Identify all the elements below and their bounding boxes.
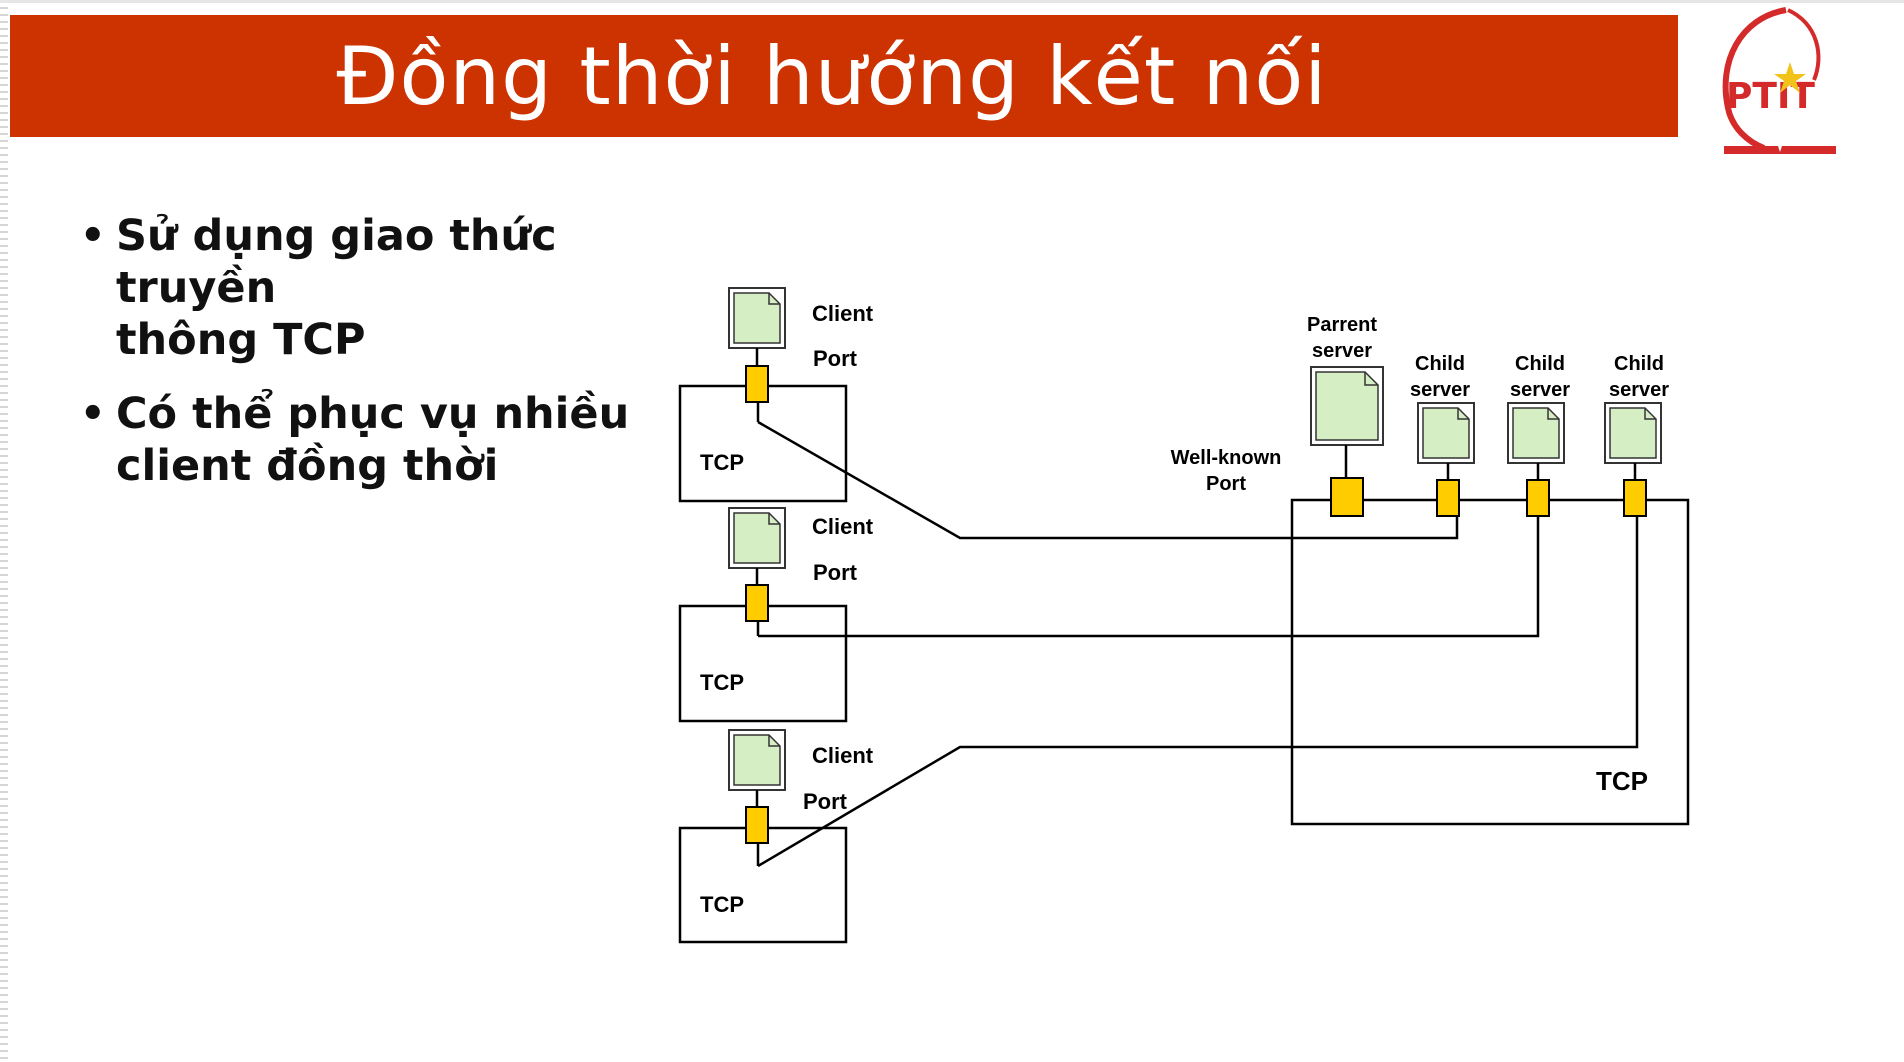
top-rule xyxy=(0,0,1904,3)
child-server-label: Child xyxy=(1415,353,1465,375)
port-label: Port xyxy=(813,346,858,371)
client-document-icon xyxy=(728,287,786,349)
server-tcp-label: TCP xyxy=(1596,766,1648,796)
child-server-document-icon xyxy=(1417,402,1475,464)
child-server-label-2: server xyxy=(1510,379,1570,401)
client-document-icon xyxy=(728,507,786,569)
connection-client3-child3 xyxy=(757,516,1639,868)
child-server-label-2: server xyxy=(1410,379,1470,401)
well-known-label: Well-known xyxy=(1171,447,1282,469)
logo-arc xyxy=(1722,7,1787,151)
port-icon xyxy=(745,365,769,403)
port-icon xyxy=(745,806,769,844)
port-label: Port xyxy=(803,789,848,814)
bullet-item: Có thể phục vụ nhiều client đồng thời xyxy=(80,388,680,492)
bullet-list: Sử dụng giao thức truyền thông TCP Có th… xyxy=(80,210,680,514)
slide-gutter xyxy=(0,0,8,1062)
tcp-box xyxy=(678,604,848,723)
server-host: TCP Well-known Port Parrent server Child… xyxy=(1171,314,1690,826)
well-known-port-icon xyxy=(1330,477,1364,517)
connection-client2-child2 xyxy=(758,516,1540,638)
logo-text: PTIT xyxy=(1726,76,1815,117)
logo-book-icon xyxy=(1724,146,1836,154)
port-label: Port xyxy=(813,560,858,585)
client-document-icon xyxy=(728,729,786,791)
client-3: Client Port TCP xyxy=(678,729,874,944)
bullet-line: thông TCP xyxy=(116,315,366,365)
logo-arc-right xyxy=(1787,8,1821,81)
title-bar: Đồng thời hướng kết nối xyxy=(10,15,1678,137)
tcp-label: TCP xyxy=(700,450,744,475)
server-tcp-box xyxy=(1290,498,1690,826)
parent-server-label: Parrent xyxy=(1307,314,1377,336)
child-port-icon xyxy=(1623,479,1647,517)
child-server-document-icon xyxy=(1604,402,1662,464)
parent-server-document-icon xyxy=(1310,366,1384,446)
child-server-label-2: server xyxy=(1609,379,1669,401)
port-icon xyxy=(745,584,769,622)
child-server-label: Child xyxy=(1515,353,1565,375)
child-port-icon xyxy=(1526,479,1550,517)
slide-title: Đồng thời hướng kết nối xyxy=(336,29,1328,123)
well-known-port-label: Port xyxy=(1206,473,1246,495)
client-1: Client Port TCP xyxy=(678,287,874,503)
logo-star-icon xyxy=(1774,62,1806,93)
tcp-box xyxy=(678,826,848,944)
child-server-document-icon xyxy=(1507,402,1565,464)
client-label: Client xyxy=(812,514,874,539)
client-label: Client xyxy=(812,301,874,326)
parent-server-label-2: server xyxy=(1312,340,1372,362)
bullet-line: Sử dụng giao thức truyền xyxy=(116,211,557,313)
client-2: Client Port TCP xyxy=(678,507,874,723)
client-label: Client xyxy=(812,743,874,768)
tcp-label: TCP xyxy=(700,892,744,917)
bullet-item: Sử dụng giao thức truyền thông TCP xyxy=(80,210,680,366)
child-port-icon xyxy=(1436,479,1460,517)
tcp-label: TCP xyxy=(700,670,744,695)
connection-client1-child1 xyxy=(757,420,1459,540)
bullet-line: Có thể phục vụ nhiều xyxy=(116,389,630,439)
tcp-box xyxy=(678,384,848,503)
child-server-label: Child xyxy=(1614,353,1664,375)
ptit-logo: PTIT xyxy=(1722,7,1836,154)
bullet-line: client đồng thời xyxy=(116,441,499,491)
